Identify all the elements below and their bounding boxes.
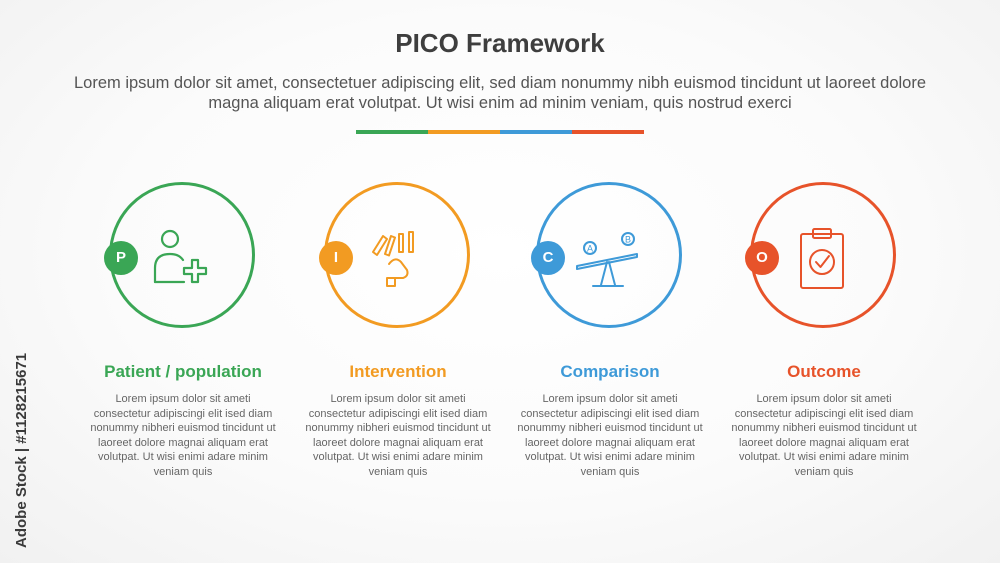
page-subtitle: Lorem ipsum dolor sit amet, consectetuer… xyxy=(73,74,927,112)
item-title: Patient / population xyxy=(104,362,262,381)
clipboard-check-icon xyxy=(800,228,844,289)
divider-segment-orange xyxy=(428,130,500,134)
page-title: PICO Framework xyxy=(395,28,605,58)
divider-segment-red xyxy=(572,130,644,134)
item-description: Lorem ipsum dolor sit ameti consectetur … xyxy=(90,393,276,478)
letter-badge: P xyxy=(104,241,138,275)
item-description: Lorem ipsum dolor sit ameti consectetur … xyxy=(305,393,491,478)
item-title: Outcome xyxy=(787,362,861,381)
divider-segment-green xyxy=(356,130,428,134)
item-title: Intervention xyxy=(349,362,447,381)
side-credit: Adobe Stock | #1128215671 xyxy=(13,352,30,548)
ring: O xyxy=(745,182,896,328)
letter-badge: C xyxy=(531,241,565,275)
ring: I xyxy=(319,182,470,328)
ring: P xyxy=(104,182,255,328)
item-title: Comparison xyxy=(560,362,660,381)
patient-add-icon xyxy=(153,229,208,284)
item-description: Lorem ipsum dolor sit ameti consectetur … xyxy=(517,393,703,478)
domino-hand-icon xyxy=(372,231,414,287)
ring: C A B xyxy=(531,182,682,328)
letter-badge: I xyxy=(319,241,353,275)
seesaw-ab-icon: A B xyxy=(576,232,638,287)
item-description: Lorem ipsum dolor sit ameti consectetur … xyxy=(731,393,917,478)
letter-badge: O xyxy=(745,241,779,275)
divider-segment-blue xyxy=(500,130,572,134)
seesaw-label-b: B xyxy=(625,235,631,245)
seesaw-label-a: A xyxy=(587,244,593,254)
